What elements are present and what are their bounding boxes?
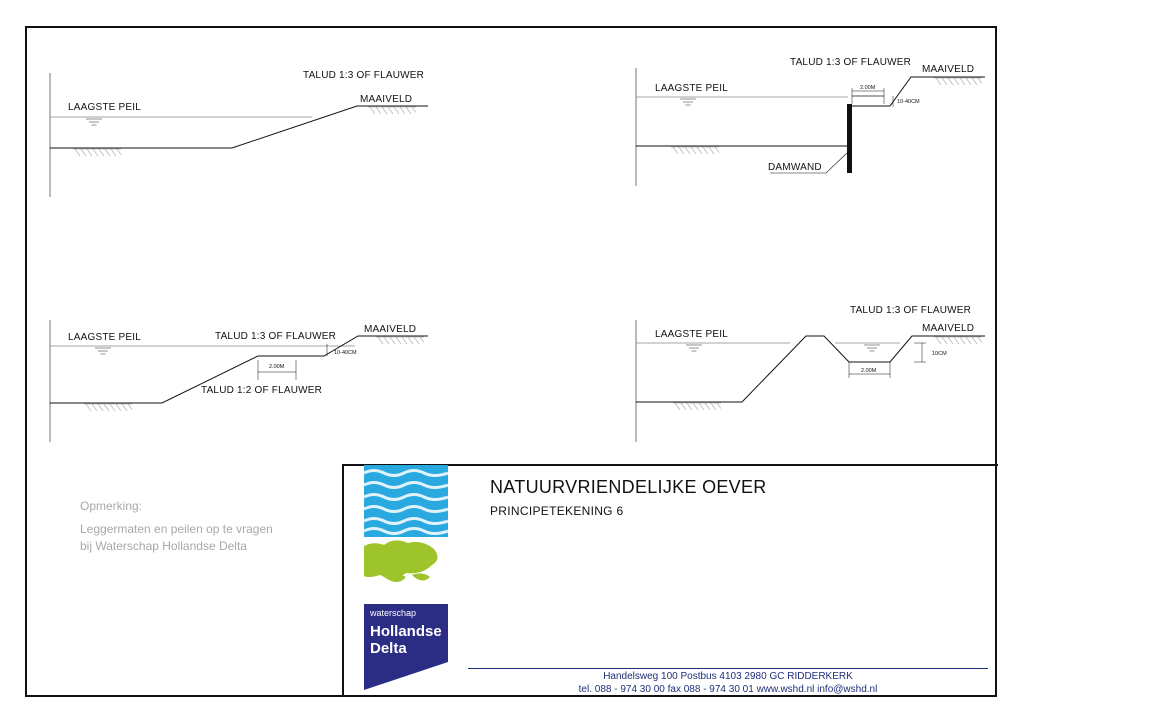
remark-line: Leggermaten en peilen op te vragen (80, 522, 273, 536)
soil-hatch-icon (72, 148, 122, 157)
title-block (342, 464, 998, 697)
water-level-icon (679, 98, 697, 106)
soil-hatch-icon (672, 402, 722, 411)
brand-word-hollandse: Hollandse (370, 623, 442, 640)
label-maaiveld: MAAIVELD (360, 94, 412, 105)
label-laagste-peil: LAAGSTE PEIL (655, 329, 728, 340)
label-laagste-peil: LAAGSTE PEIL (68, 102, 141, 113)
brand-pennant-icon (364, 604, 448, 690)
leader-line (770, 152, 848, 174)
label-talud-top: TALUD 1:3 OF FLAUWER (215, 331, 336, 342)
soil-hatch-icon (83, 403, 133, 412)
drawing-subtitle: PRINCIPETEKENING 6 (490, 504, 624, 518)
section-top-left: LAAGSTE PEIL TALUD 1:3 OF FLAUWER MAAIVE… (49, 70, 428, 197)
label-talud: TALUD 1:3 OF FLAUWER (790, 57, 911, 68)
label-damwand: DAMWAND (768, 162, 822, 173)
profile-line (636, 335, 985, 403)
label-laagste-peil: LAAGSTE PEIL (68, 332, 141, 343)
drawing-title: NATUURVRIENDELIJKE OEVER (490, 477, 767, 497)
dim-label-depth: 10-40CM (334, 350, 357, 356)
waterschap-brand-mark: waterschap Hollandse Delta (364, 604, 448, 690)
brand-word-delta: Delta (370, 640, 407, 657)
section-bottom-right: 2.00M 10CM TALUD 1:3 OF FLAUWER LAAGSTE … (635, 305, 985, 442)
profile-line (50, 105, 428, 149)
dim-label-width: 2.00M (860, 85, 876, 91)
label-talud: TALUD 1:3 OF FLAUWER (850, 305, 971, 316)
soil-hatch-icon (367, 106, 417, 115)
islands-icon (364, 540, 438, 579)
brand-word: Hollandse Delta (370, 623, 442, 657)
water-level-icon (685, 344, 703, 352)
divider (468, 668, 988, 669)
profile-line (50, 335, 428, 404)
water-icon (364, 465, 448, 537)
brand-word: waterschap (370, 608, 417, 618)
soil-hatch-icon (933, 77, 983, 86)
remark-heading: Opmerking: (80, 499, 143, 513)
contact-line: tel. 088 - 974 30 00 fax 088 - 974 30 01… (578, 684, 878, 695)
dim-label-depth: 10CM (932, 351, 947, 357)
water-level-icon (85, 118, 103, 126)
water-level-icon (863, 344, 881, 352)
profile-line (852, 76, 985, 107)
label-maaiveld: MAAIVELD (922, 64, 974, 75)
soil-hatch-icon (375, 336, 425, 345)
dim-label-width: 2.00M (269, 364, 285, 370)
soil-hatch-icon (670, 146, 720, 155)
waterschap-logo-icon (364, 465, 448, 582)
section-bottom-left: 2.00M 10-40CM LAAGSTE PEIL TALUD 1:3 OF … (49, 320, 428, 442)
soil-hatch-icon (933, 336, 983, 345)
label-talud-bottom: TALUD 1:2 OF FLAUWER (201, 385, 322, 396)
label-maaiveld: MAAIVELD (922, 323, 974, 334)
dim-label-depth: 10-40CM (897, 99, 920, 105)
label-talud: TALUD 1:3 OF FLAUWER (303, 70, 424, 81)
drawing-frame (25, 26, 997, 697)
dim-label-width: 2.00M (861, 368, 877, 374)
damwand-wall (847, 104, 852, 173)
water-level-icon (94, 347, 112, 355)
label-laagste-peil: LAAGSTE PEIL (655, 83, 728, 94)
address-line: Handelsweg 100 Postbus 4103 2980 GC RIDD… (603, 671, 853, 682)
remark-line: bij Waterschap Hollandse Delta (80, 539, 247, 553)
section-top-right: 2.00M 10-40CM LAAGSTE PEIL TALUD 1:3 OF … (635, 57, 985, 186)
label-maaiveld: MAAIVELD (364, 324, 416, 335)
